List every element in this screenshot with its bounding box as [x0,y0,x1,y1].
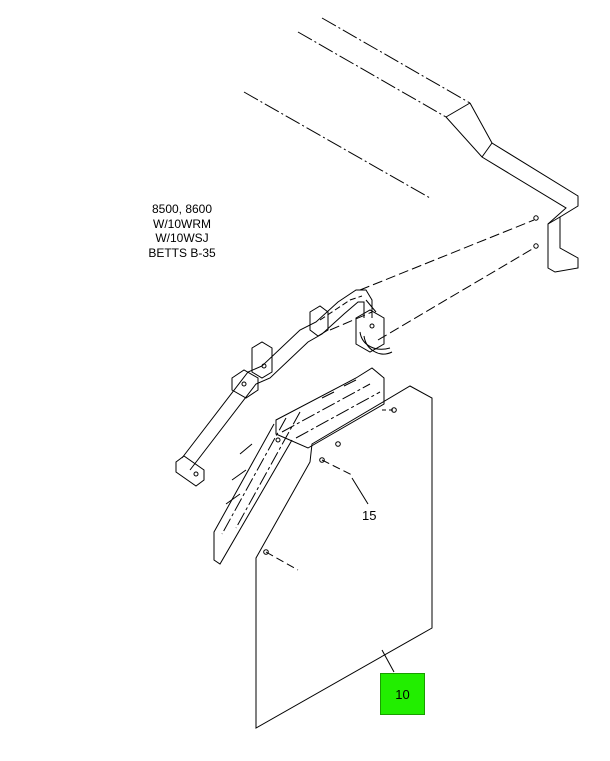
fastener-hidden-lines [266,460,354,570]
frame-rail [244,18,578,272]
note-line: W/10WRM [153,216,211,231]
note-line: 8500, 8600 [151,202,213,216]
mounting-centerlines [330,220,534,340]
bracket-arm [176,290,372,486]
hanger-plate [214,368,384,564]
frame-mount-bracket [356,300,392,354]
leader-10 [382,650,394,672]
note-line: BETTS B-35 [148,245,216,260]
callout-10-highlighted[interactable]: 10 [380,673,425,715]
mudflap [256,386,432,728]
callout-15[interactable]: 15 [362,508,377,523]
note-line: W/10WSJ [155,231,209,245]
leader-15 [352,478,368,504]
model-applicability-note: 8500, 8600 W/10WRM W/10WSJ BETTS B-35 [140,202,224,260]
